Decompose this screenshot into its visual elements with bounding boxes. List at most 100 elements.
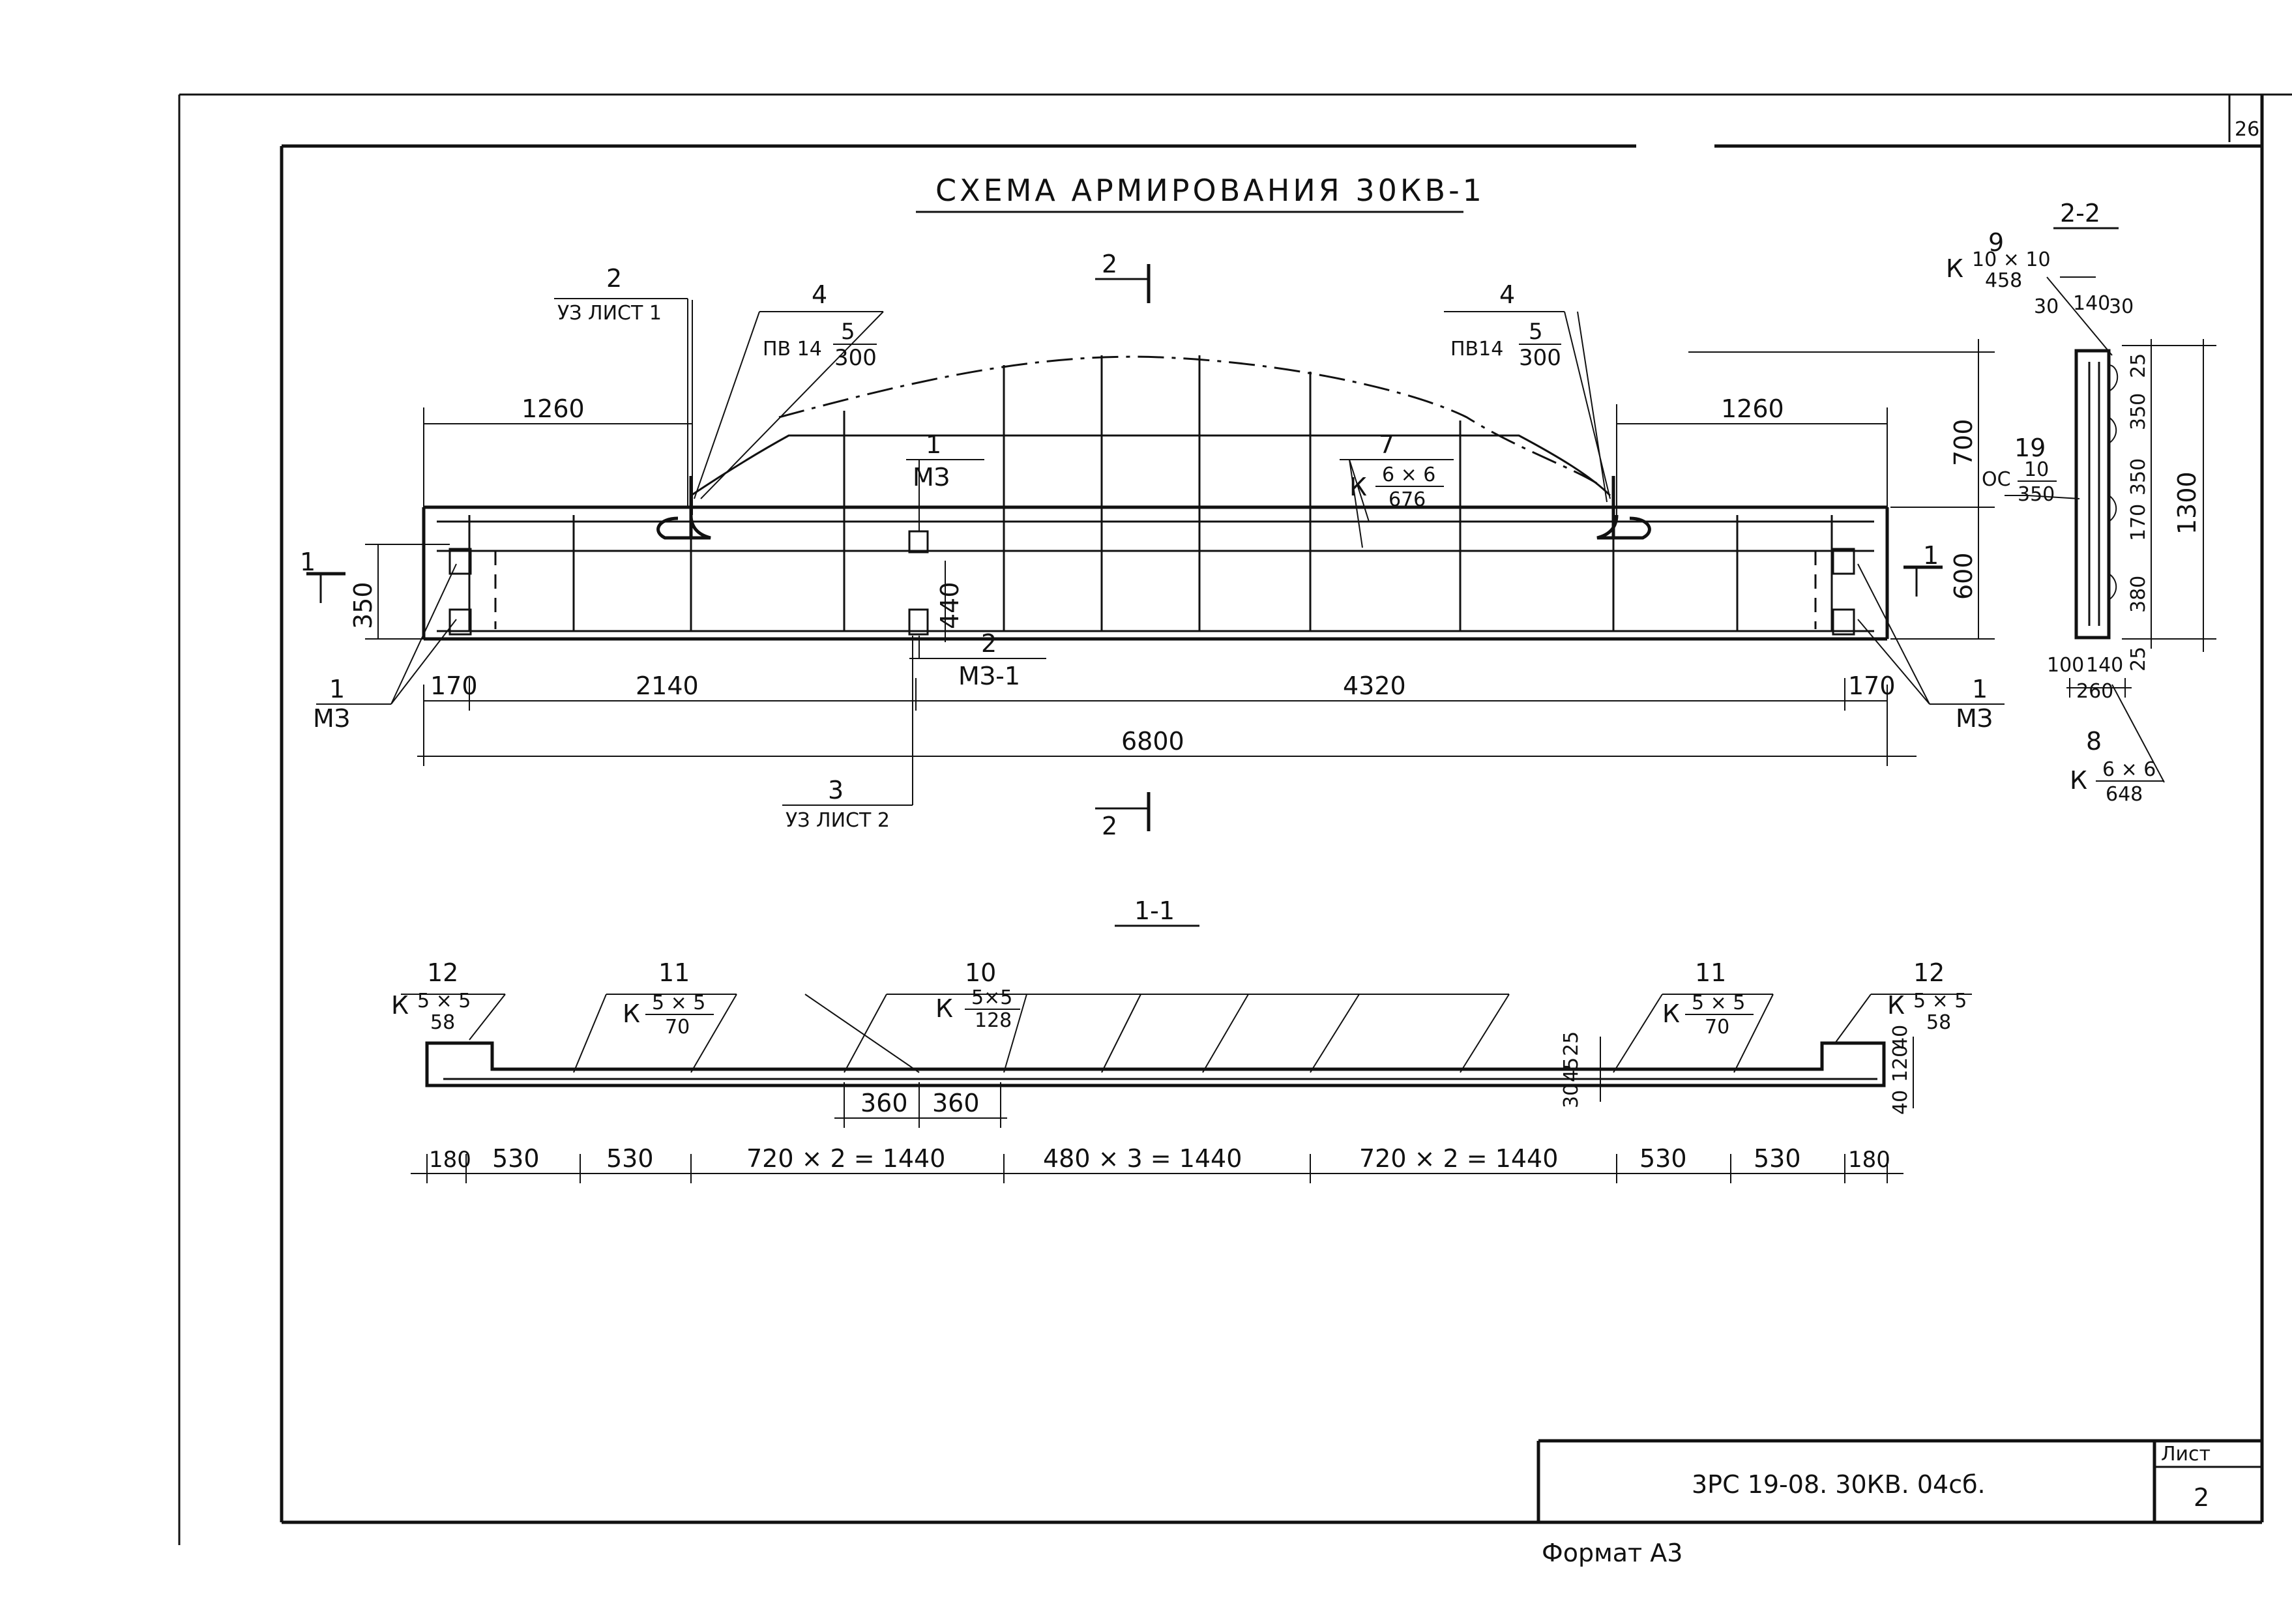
insert-left-num: 1 <box>329 675 345 703</box>
loop-right-bottom: 300 <box>1519 345 1561 371</box>
cage8-num: 8 <box>2086 727 2102 756</box>
cage8-bottom: 648 <box>2106 783 2143 806</box>
cage12-right-mark: К <box>1887 991 1905 1020</box>
loop-left-bottom: 300 <box>834 345 877 371</box>
uz2-ref: УЗ ЛИСТ 2 <box>786 809 890 832</box>
section-cut-marks <box>306 264 1943 831</box>
cage11-right-mark: К <box>1662 999 1680 1028</box>
cage12-right-top: 5 × 5 <box>1913 990 1967 1012</box>
dim-edge-left: 170 <box>430 672 478 700</box>
mid-dim-0: 360 <box>860 1089 908 1117</box>
elevation-leaders <box>316 298 2005 806</box>
cage8-top: 6 × 6 <box>2102 758 2156 781</box>
dim-total: 6800 <box>1121 727 1184 756</box>
section-mark-right: 1 <box>1923 541 1939 570</box>
section-2-2-label: 2-2 <box>2060 199 2100 228</box>
list-number: 2 <box>2194 1483 2209 1512</box>
dim-left-end: 1260 <box>522 394 585 423</box>
dim-edge-right: 170 <box>1848 672 1896 700</box>
beam-elevation <box>422 355 1889 641</box>
cage7-mark: К <box>1349 473 1367 501</box>
dim-right-upper: 700 <box>1949 419 1978 466</box>
dim-right-lower: 600 <box>1949 552 1978 600</box>
cage12-left-top: 5 × 5 <box>417 990 471 1012</box>
end-dim-2: 40 <box>1889 1090 1912 1115</box>
cage12-left-bottom: 58 <box>430 1011 455 1034</box>
thick-dim-0: 30 <box>1560 1084 1583 1108</box>
cage12-right-bottom: 58 <box>1926 1011 1951 1034</box>
cage11-left-bottom: 70 <box>665 1016 690 1039</box>
section-1-1-label: 1-1 <box>1134 896 1175 925</box>
dim-span-right: 4320 <box>1343 672 1406 700</box>
dim22-right-2: 350 <box>2127 458 2150 495</box>
dim22-top-1: 140 <box>2073 292 2110 315</box>
cage7-bottom: 676 <box>1388 488 1426 511</box>
dim-right-end: 1260 <box>1721 394 1784 423</box>
bar19-num: 19 <box>2014 434 2046 462</box>
bar19-bottom: 350 <box>2018 483 2055 506</box>
list-label: Лист <box>2161 1443 2211 1466</box>
insert-right-num: 1 <box>1972 675 1988 703</box>
cage8-mark: К <box>2070 766 2087 795</box>
dim22-right-4: 380 <box>2127 576 2150 613</box>
bottom-dim-0: 180 <box>429 1147 471 1173</box>
insert-low-mark: МЗ-1 <box>958 662 1020 690</box>
bottom-dim-7: 530 <box>1754 1144 1801 1173</box>
drawing-title: СХЕМА АРМИРОВАНИЯ 30КВ-1 <box>935 173 1485 208</box>
drawing-code: 3РС 19-08. 30КВ. 04сб. <box>1692 1470 1986 1499</box>
sheet-frame <box>178 93 2292 1545</box>
cage10-mark: К <box>935 994 953 1023</box>
uz1-ref: УЗ ЛИСТ 1 <box>557 302 662 325</box>
dim-left-height: 350 <box>349 582 377 629</box>
cage12-left-mark: К <box>391 991 409 1020</box>
mid-dim-1: 360 <box>932 1089 980 1117</box>
section-mark-left: 1 <box>300 548 316 576</box>
section-1-1-drawing <box>401 994 1972 1183</box>
cage9-num: 9 <box>1988 228 2004 257</box>
cage11-left-mark: К <box>623 999 640 1028</box>
page-number: 26 <box>2235 118 2259 141</box>
bottom-dim-6: 530 <box>1639 1144 1687 1173</box>
dim22-right-1: 350 <box>2127 393 2150 430</box>
loop-left-mark: ПВ 14 <box>763 338 822 361</box>
dim22-right-3: 170 <box>2127 504 2150 541</box>
insert-left-mark: МЗ <box>313 704 350 733</box>
format-label: Формат А3 <box>1542 1539 1682 1567</box>
section-mark-top: 2 <box>1102 250 1117 278</box>
bottom-dim-5: 720 × 2 = 1440 <box>1359 1144 1558 1173</box>
dim-insert-height: 440 <box>935 582 964 629</box>
section-mark-bottom: 2 <box>1102 812 1117 840</box>
cage11-left-top: 5 × 5 <box>652 992 705 1014</box>
cage9-bottom: 458 <box>1985 269 2022 292</box>
loop-right-num: 4 <box>1499 280 1515 309</box>
cage7-top: 6 × 6 <box>1382 464 1435 486</box>
cage7-num: 7 <box>1379 430 1394 459</box>
dim22-bottom-1: 140 <box>2086 654 2123 677</box>
cage9-top: 10 × 10 <box>1972 248 2051 271</box>
dim22-total: 1300 <box>2173 471 2201 535</box>
insert-mid-mark: МЗ <box>913 463 950 492</box>
bottom-dim-3: 720 × 2 = 1440 <box>746 1144 945 1173</box>
cage11-left-num: 11 <box>658 958 690 987</box>
cage11-right-bottom: 70 <box>1705 1016 1729 1039</box>
uz2-num: 3 <box>828 776 844 805</box>
dim-span-left: 2140 <box>636 672 699 700</box>
cage11-right-num: 11 <box>1695 958 1726 987</box>
dim22-top-0: 30 <box>2034 295 2059 318</box>
bottom-dim-2: 530 <box>606 1144 654 1173</box>
bar19-mark: ОС <box>1982 468 2011 491</box>
end-dim-0: 40 <box>1889 1025 1912 1050</box>
elevation-dimensions <box>365 300 1995 766</box>
thick-dim-2: 25 <box>1560 1031 1583 1056</box>
insert-low-num: 2 <box>981 629 997 658</box>
bottom-dim-4: 480 × 3 = 1440 <box>1043 1144 1242 1173</box>
cage10-top: 5×5 <box>971 986 1012 1009</box>
cage10-bottom: 128 <box>975 1009 1012 1032</box>
cage12-right-num: 12 <box>1913 958 1945 987</box>
bottom-dim-8: 180 <box>1848 1147 1890 1173</box>
cage11-right-top: 5 × 5 <box>1692 992 1745 1014</box>
section-2-2-drawing <box>2005 276 2216 783</box>
insert-mid-num: 1 <box>926 430 941 459</box>
end-dim-1: 120 <box>1889 1045 1912 1082</box>
